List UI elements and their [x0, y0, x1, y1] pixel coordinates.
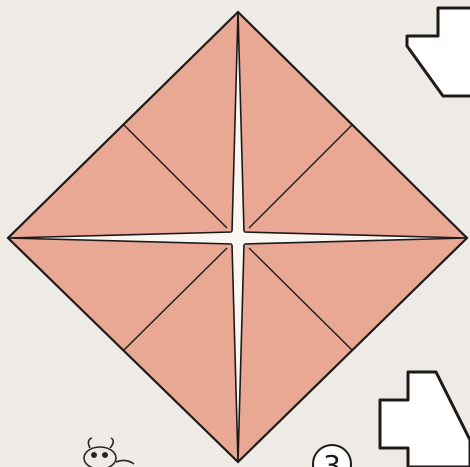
step-number: 3 — [323, 449, 341, 467]
